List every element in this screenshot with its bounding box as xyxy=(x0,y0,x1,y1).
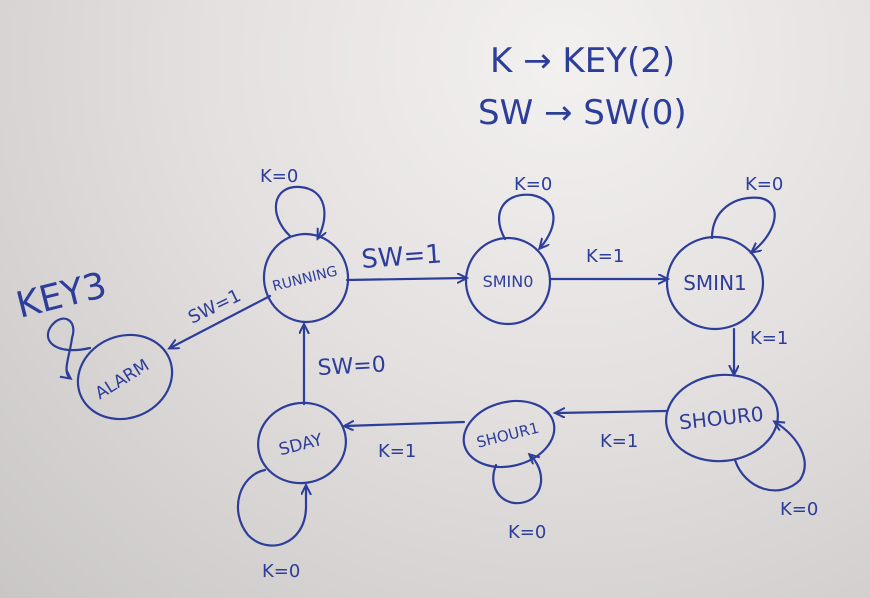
smin0-to-smin1-label: K=1 xyxy=(586,246,624,267)
state-alarm-label: ALARM xyxy=(92,355,153,404)
state-smin0-label: SMIN0 xyxy=(483,272,534,291)
running-self-loop-label: K=0 xyxy=(260,166,298,187)
state-sday-label: SDAY xyxy=(277,430,325,460)
shour0-self-loop xyxy=(733,422,806,492)
state-shour0-label: SHOUR0 xyxy=(678,402,765,435)
smin0-self-loop xyxy=(498,193,555,248)
running-to-alarm-arrow xyxy=(170,294,272,348)
state-running-label: RUNNING xyxy=(271,263,339,295)
sday-self-loop-label: K=0 xyxy=(262,561,300,582)
state-smin1: SMIN1 xyxy=(665,235,765,331)
shour0-to-shour1-arrow xyxy=(556,411,668,413)
state-alarm: ALARM xyxy=(76,333,174,421)
alarm-self-loop-label: KEY3 xyxy=(12,265,110,327)
state-smin1-label: SMIN1 xyxy=(683,271,747,295)
state-running: RUNNING xyxy=(262,232,350,324)
shour1-self-loop xyxy=(492,455,543,505)
smin1-self-loop xyxy=(710,196,776,252)
state-shour0: SHOUR0 xyxy=(665,373,779,463)
state-shour1-label: SHOUR1 xyxy=(475,419,541,452)
smin1-to-shour0-label: K=1 xyxy=(750,328,788,349)
running-to-alarm-label: SW=1 xyxy=(185,285,244,328)
sday-to-running-label: SW=0 xyxy=(317,352,386,381)
shour0-self-loop-label: K=0 xyxy=(780,499,818,520)
state-shour1: SHOUR1 xyxy=(462,399,556,469)
shour1-to-sday-label: K=1 xyxy=(378,441,416,462)
smin0-self-loop-label: K=0 xyxy=(514,174,552,195)
smin1-self-loop-label: K=0 xyxy=(745,174,783,195)
alarm-self-loop xyxy=(46,317,92,378)
shour1-self-loop-label: K=0 xyxy=(508,522,546,543)
running-self-loop xyxy=(274,185,325,238)
legend-switch-mapping: SW → SW(0) xyxy=(478,93,687,133)
shour1-to-sday-arrow xyxy=(345,422,466,426)
sday-self-loop xyxy=(237,468,306,547)
legend-key-mapping: K → KEY(2) xyxy=(490,41,675,81)
shour0-to-shour1-label: K=1 xyxy=(600,431,638,452)
state-smin0: SMIN0 xyxy=(464,236,552,326)
state-sday: SDAY xyxy=(257,401,347,485)
running-to-smin0-arrow xyxy=(345,278,466,280)
running-to-smin0-label: SW=1 xyxy=(360,239,442,275)
